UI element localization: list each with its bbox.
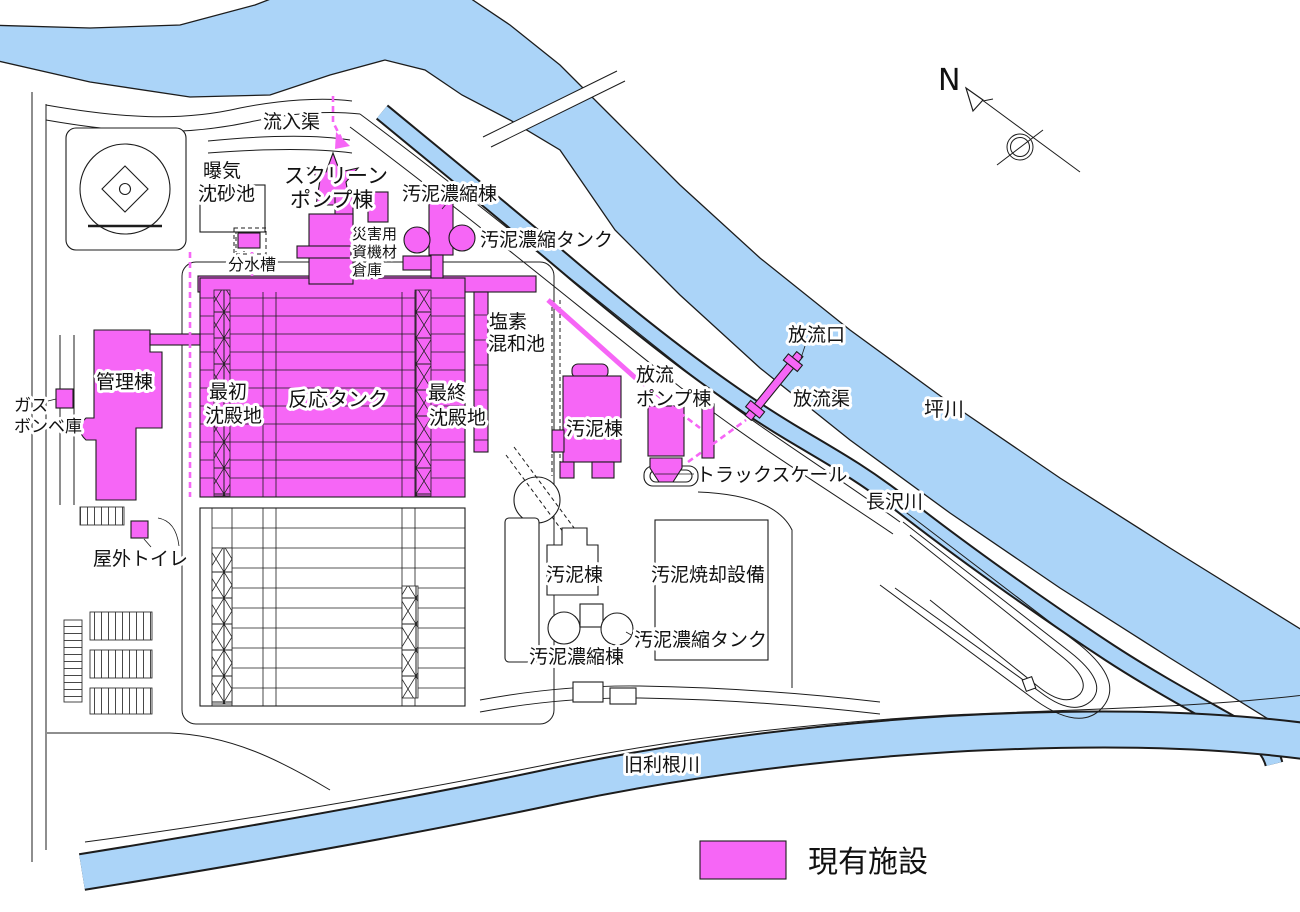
label-nagasawa-river: 長沢川 xyxy=(866,491,923,513)
label-final-basin-2: 沈殿地 xyxy=(429,407,486,429)
label-inflow-channel: 流入渠 xyxy=(263,111,320,133)
gas-cylinder-store xyxy=(55,388,74,409)
nagasawa-river-band xyxy=(377,106,1282,767)
label-chlorine-1: 塩素 xyxy=(489,311,527,333)
screen-pump-building xyxy=(296,151,360,285)
chlorine-contact-basin xyxy=(473,291,489,453)
label-truck-scale: トラックスケール xyxy=(696,464,847,486)
label-discharge-channel: 放流渠 xyxy=(793,388,850,410)
inflow-arrowhead xyxy=(335,132,350,149)
parking-lots xyxy=(63,506,180,715)
label-screen-pump-2: ポンプ棟 xyxy=(290,188,373,212)
label-discharge-pump-1: 放流 xyxy=(636,364,674,386)
label-chlorine-2: 混和池 xyxy=(488,333,545,355)
compass-circle-inner xyxy=(1010,137,1030,157)
label-tsubo-river: 坪川 xyxy=(924,397,964,421)
thickening-tank-s2 xyxy=(600,612,634,646)
bridge-deck xyxy=(483,71,625,147)
label-gas-store-2: ボンベ庫 xyxy=(14,417,82,437)
label-incineration: 汚泥焼却設備 xyxy=(651,564,765,586)
label-disaster-2: 資機材 xyxy=(352,243,397,261)
aeration-grit-basin xyxy=(199,184,266,233)
inflow-pipe xyxy=(331,96,343,139)
label-disaster-1: 災害用 xyxy=(352,225,397,243)
label-aeration-grit-1: 曝気 xyxy=(203,160,241,182)
main-tank-block xyxy=(199,277,466,498)
north-label: N xyxy=(938,63,960,98)
label-kyu-tone-river: 旧利根川 xyxy=(624,754,700,776)
label-diversion-tank: 分水槽 xyxy=(228,255,276,274)
rivers xyxy=(0,0,1300,891)
legend: 現有施設 xyxy=(808,845,928,880)
pipelines xyxy=(188,96,747,497)
compass-arrowhead-icon xyxy=(964,86,984,113)
sludge-thickening-n xyxy=(402,192,476,279)
discharge-pump-building xyxy=(647,403,715,483)
label-gas-store-1: ガス xyxy=(14,396,48,416)
leader-lines xyxy=(47,202,806,657)
label-disaster-3: 倉庫 xyxy=(352,261,382,279)
label-thickening-tank-n: 汚泥濃縮タンク xyxy=(480,229,613,251)
planned-facilities xyxy=(65,127,769,707)
levee-hut xyxy=(1021,675,1037,693)
admin-pipe-gallery xyxy=(149,333,201,346)
label-admin-building: 管理棟 xyxy=(96,371,153,393)
kyu-tone-river-band xyxy=(79,712,1300,889)
compass-needle-line xyxy=(965,87,1081,173)
label-sludge-bldg-planned: 汚泥棟 xyxy=(546,564,603,586)
north-compass: N xyxy=(938,63,1081,173)
diversion-tank xyxy=(237,232,261,249)
sludge-incineration-bldg xyxy=(654,519,769,661)
legend-existing-label: 現有施設 xyxy=(808,845,928,880)
existing-facilities xyxy=(55,151,804,880)
label-outdoor-toilet: 屋外トイレ xyxy=(93,548,188,570)
label-screen-pump-1: スクリーン xyxy=(284,164,388,188)
label-thickening-bldg-s: 汚泥濃縮棟 xyxy=(529,646,624,668)
label-sludge-bldg-existing: 汚泥棟 xyxy=(566,418,623,440)
sludge-building-existing xyxy=(551,363,622,479)
disaster-storage-building xyxy=(367,191,389,223)
label-outfall: 放流口 xyxy=(788,324,845,346)
label-primary-basin-2: 沈殿地 xyxy=(205,405,262,427)
map-labels: 流入渠 曝気 沈砂池 スクリーン ポンプ棟 汚泥濃縮棟 汚泥濃縮タンク 災害用 … xyxy=(11,108,967,779)
sludge-bldg-planned xyxy=(546,527,599,596)
thickening-tank-s1 xyxy=(547,611,581,645)
label-aeration-grit-2: 沈砂池 xyxy=(198,183,255,205)
label-thickening-bldg-n: 汚泥濃縮棟 xyxy=(402,183,497,205)
future-tank-block xyxy=(199,507,540,707)
label-discharge-pump-2: ポンプ棟 xyxy=(636,388,711,410)
levee-contours xyxy=(879,509,1111,719)
bridge-lines xyxy=(482,70,626,148)
label-reaction-tank: 反応タンク xyxy=(288,387,388,411)
legend-swatch xyxy=(699,840,787,880)
admin-building xyxy=(79,329,163,501)
outfall-structure xyxy=(744,350,804,422)
thickening-tank-s-box xyxy=(579,603,604,628)
label-final-basin-1: 最終 xyxy=(428,382,466,404)
outdoor-toilet xyxy=(130,520,149,539)
label-thickening-tank-s: 汚泥濃縮タンク xyxy=(634,629,767,651)
compass-circle-outer xyxy=(1006,133,1034,161)
label-primary-basin-1: 最初 xyxy=(209,381,247,403)
